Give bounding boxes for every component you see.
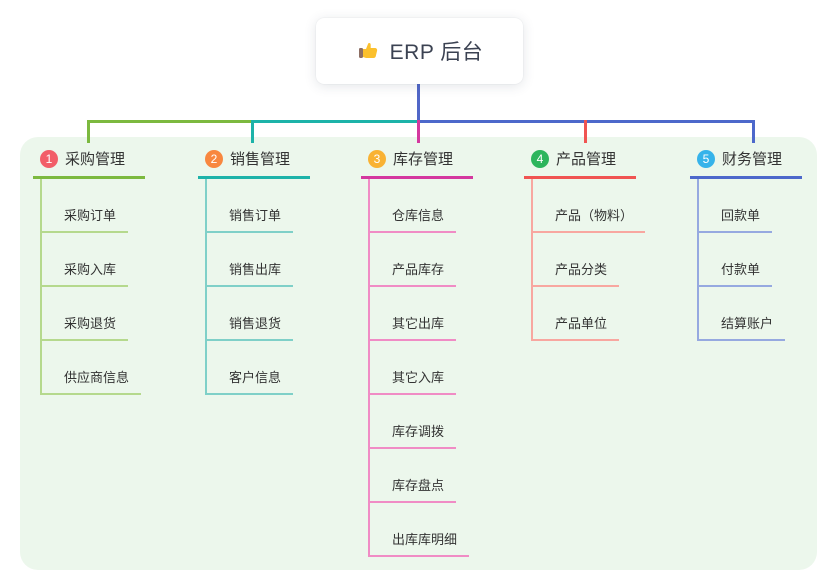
child-node[interactable]: 其它入库 (370, 341, 473, 395)
branch-number-badge: 2 (205, 149, 223, 168)
child-node-label: 其它入库 (370, 367, 457, 395)
child-node[interactable]: 采购退货 (42, 287, 145, 341)
branch-children: 销售订单 销售出库 销售退货 客户信息 (205, 179, 310, 395)
branches-panel (20, 137, 817, 570)
branch-inventory-mgmt: 3 库存管理 仓库信息 产品库存 其它出库 其它入库 库存调拨 库存盘点 出库库… (361, 148, 473, 557)
branch-children: 仓库信息 产品库存 其它出库 其它入库 库存调拨 库存盘点 出库库明细 (368, 179, 473, 557)
root-node-label: ERP 后台 (389, 41, 484, 64)
child-node-label: 产品分类 (533, 259, 620, 287)
child-node[interactable]: 产品分类 (533, 233, 645, 287)
child-node[interactable]: 产品（物料） (533, 179, 646, 233)
branch-sales-mgmt: 2 销售管理 销售订单 销售出库 销售退货 客户信息 (198, 148, 310, 395)
branch-purchase-mgmt: 1 采购管理 采购订单 采购入库 采购退货 供应商信息 (33, 148, 145, 395)
child-node-label: 回款单 (699, 205, 773, 233)
child-node-label: 付款单 (699, 259, 773, 287)
child-node[interactable]: 产品单位 (533, 287, 645, 341)
child-node[interactable]: 供应商信息 (42, 341, 145, 395)
child-node-label: 采购入库 (42, 259, 129, 287)
branch-children: 回款单 付款单 结算账户 (697, 179, 802, 341)
child-node[interactable]: 销售出库 (207, 233, 310, 287)
branch-drop-line (417, 120, 420, 143)
branch-drop-line (251, 120, 254, 143)
child-node[interactable]: 库存调拨 (370, 395, 473, 449)
branch-drop-line (584, 120, 587, 143)
branch-finance-mgmt: 5 财务管理 回款单 付款单 结算账户 (690, 148, 802, 341)
child-node[interactable]: 库存盘点 (370, 449, 473, 503)
branch-title[interactable]: 1 采购管理 (33, 148, 145, 179)
branch-title[interactable]: 2 销售管理 (198, 148, 310, 179)
branch-number-badge: 1 (40, 149, 58, 168)
connector-segment (419, 120, 755, 123)
branch-title-label: 销售管理 (230, 151, 291, 168)
child-node-label: 供应商信息 (42, 367, 142, 395)
branch-children: 产品（物料） 产品分类 产品单位 (531, 179, 646, 341)
child-node[interactable]: 出库库明细 (370, 503, 473, 557)
child-node[interactable]: 其它出库 (370, 287, 473, 341)
thumbs-up-icon (358, 43, 377, 58)
child-node[interactable]: 采购入库 (42, 233, 145, 287)
branch-title-label: 产品管理 (556, 151, 617, 168)
branch-number-badge: 4 (531, 149, 549, 168)
root-node[interactable]: ERP 后台 (316, 18, 523, 84)
child-node-label: 产品（物料） (533, 205, 646, 233)
branch-title[interactable]: 3 库存管理 (361, 148, 473, 179)
branch-title-label: 库存管理 (393, 151, 454, 168)
branch-number-badge: 3 (368, 149, 386, 168)
branch-title[interactable]: 4 产品管理 (524, 148, 636, 179)
child-node[interactable]: 付款单 (699, 233, 802, 287)
child-node[interactable]: 产品库存 (370, 233, 473, 287)
child-node-label: 库存盘点 (370, 475, 457, 503)
child-node[interactable]: 回款单 (699, 179, 802, 233)
child-node-label: 其它出库 (370, 313, 457, 341)
branch-number-badge: 5 (697, 149, 715, 168)
branch-title-label: 采购管理 (65, 151, 126, 168)
branch-children: 采购订单 采购入库 采购退货 供应商信息 (40, 179, 145, 395)
connector-segment (253, 120, 419, 123)
child-node-label: 采购订单 (42, 205, 129, 233)
child-node-label: 产品单位 (533, 313, 620, 341)
branch-product-mgmt: 4 产品管理 产品（物料） 产品分类 产品单位 (524, 148, 646, 341)
child-node[interactable]: 采购订单 (42, 179, 145, 233)
child-node[interactable]: 客户信息 (207, 341, 310, 395)
child-node[interactable]: 销售订单 (207, 179, 310, 233)
root-stem-line (417, 84, 420, 123)
child-node-label: 客户信息 (207, 367, 294, 395)
connector-segment (87, 120, 254, 123)
child-node-label: 产品库存 (370, 259, 457, 287)
child-node-label: 销售退货 (207, 313, 294, 341)
child-node[interactable]: 结算账户 (699, 287, 802, 341)
child-node-label: 出库库明细 (370, 529, 470, 557)
child-node-label: 采购退货 (42, 313, 129, 341)
branch-title-label: 财务管理 (722, 151, 783, 168)
child-node-label: 仓库信息 (370, 205, 457, 233)
branch-title[interactable]: 5 财务管理 (690, 148, 802, 179)
branch-drop-line (87, 120, 90, 143)
child-node-label: 结算账户 (699, 313, 786, 341)
child-node[interactable]: 仓库信息 (370, 179, 473, 233)
child-node-label: 库存调拨 (370, 421, 457, 449)
child-node[interactable]: 销售退货 (207, 287, 310, 341)
child-node-label: 销售订单 (207, 205, 294, 233)
branch-drop-line (752, 120, 755, 143)
child-node-label: 销售出库 (207, 259, 294, 287)
